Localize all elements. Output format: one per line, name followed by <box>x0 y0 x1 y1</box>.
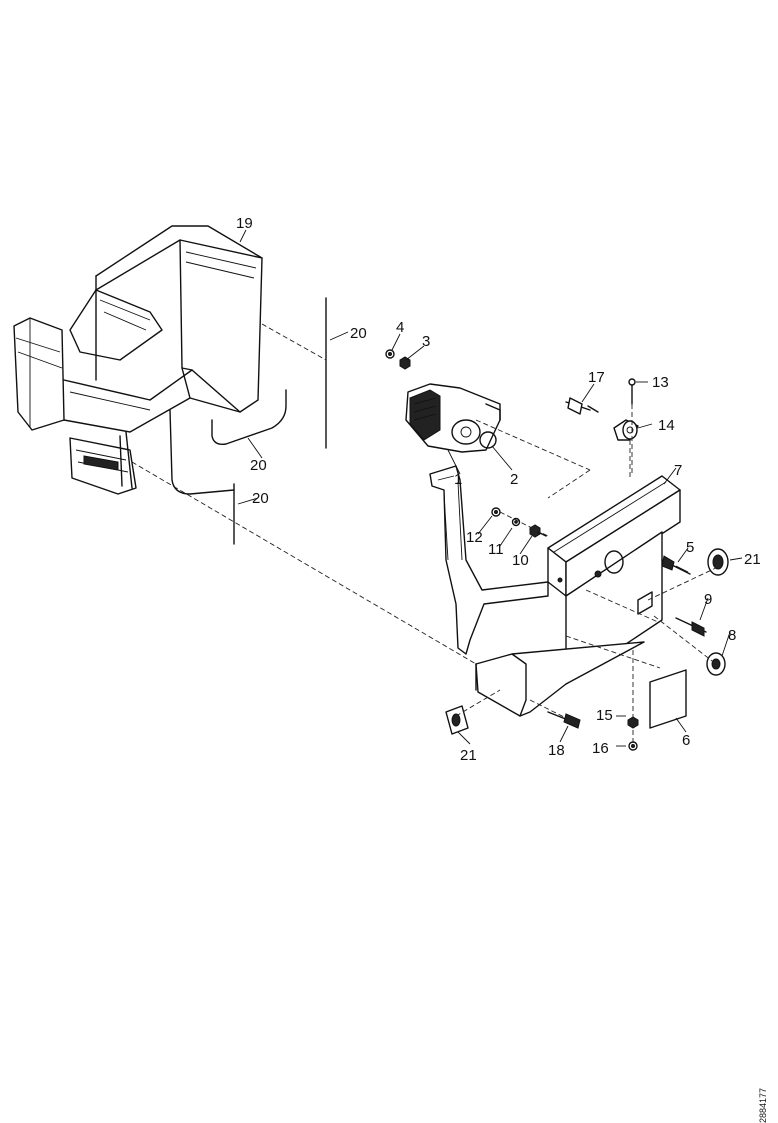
callout-2: 2 <box>510 471 518 488</box>
callout-3: 3 <box>422 333 430 350</box>
part-19-cover <box>13 225 263 495</box>
callout-6: 6 <box>682 732 690 749</box>
callout-14: 14 <box>658 417 675 434</box>
callout-4: 4 <box>396 319 404 336</box>
callout-21-left: 21 <box>460 747 477 764</box>
part-12-washer <box>491 507 501 517</box>
reference-code: 2884177 <box>758 1088 768 1123</box>
part-13-screw <box>628 378 636 405</box>
callout-13: 13 <box>652 374 669 391</box>
part-11-washer <box>511 517 521 527</box>
part-6-label <box>649 669 687 729</box>
part-5-screw <box>661 555 691 575</box>
callout-11: 11 <box>488 541 504 558</box>
callout-19: 19 <box>236 215 253 232</box>
assembly-leader-lines <box>131 323 721 746</box>
part-21-grommet-right <box>707 548 729 576</box>
part-4-washer <box>385 349 395 359</box>
part-21-grommet-left <box>445 705 469 735</box>
part-8-grommet <box>706 652 726 676</box>
callout-17: 17 <box>588 369 605 386</box>
part-9-screw <box>675 617 707 637</box>
part-7-mounting-plate <box>429 465 681 717</box>
part-20-wire-bent-upper <box>211 389 287 446</box>
part-16-washer <box>628 741 638 751</box>
callout-20-upper-wire: 20 <box>250 457 267 474</box>
callout-18: 18 <box>548 742 565 759</box>
part-3-nut <box>399 356 411 370</box>
callout-labels: 19 20 20 20 4 3 1 2 17 13 14 7 12 11 10 … <box>236 215 761 764</box>
parts-diagram: 19 20 20 20 4 3 1 2 17 13 14 7 12 11 10 … <box>13 215 761 764</box>
callout-20-lower-wire: 20 <box>252 490 269 507</box>
part-1-motor <box>405 383 501 453</box>
callout-15: 15 <box>596 707 613 724</box>
callout-leaders <box>237 229 743 747</box>
callout-20-straight-wire: 20 <box>350 325 367 342</box>
callout-10: 10 <box>512 552 529 569</box>
part-20-wire-bent-lower <box>169 409 235 545</box>
callout-9: 9 <box>704 591 712 608</box>
callout-12: 12 <box>466 529 483 546</box>
part-18-screw <box>547 711 581 729</box>
callout-5: 5 <box>686 539 694 556</box>
callout-16: 16 <box>592 740 609 757</box>
part-14-bushing <box>613 419 639 441</box>
part-17-bolt <box>565 397 599 415</box>
callout-21-right: 21 <box>744 551 761 568</box>
callout-1: 1 <box>454 471 462 488</box>
callout-8: 8 <box>728 627 736 644</box>
callout-7: 7 <box>674 462 682 479</box>
